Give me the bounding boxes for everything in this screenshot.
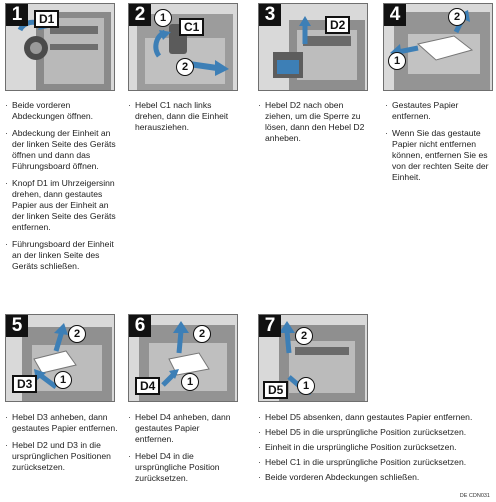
step-7-instructions: Hebel D5 absenken, dann gestautes Papier…	[258, 412, 492, 487]
step-4-instructions: Gestautes Papier entfernen. Wenn Sie das…	[385, 100, 490, 189]
step-number: 1	[6, 4, 28, 26]
instruction-item: Knopf D1 im Uhrzeigersinn drehen, dann g…	[5, 178, 120, 233]
step-number: 3	[259, 4, 281, 26]
step-2-instructions: Hebel C1 nach links drehen, dann die Ein…	[128, 100, 238, 139]
instruction-item: Führungsboard der Einheit an der linken …	[5, 239, 120, 272]
instruction-item: Hebel C1 in die ursprüngliche Position z…	[258, 457, 492, 468]
instruction-item: Beide vorderen Abdeckungen öffnen.	[5, 100, 120, 122]
instruction-item: Beide vorderen Abdeckungen schließen.	[258, 472, 492, 483]
machine-drawing	[390, 10, 490, 90]
marker-2: 2	[448, 8, 466, 26]
instruction-item: Hebel D2 und D3 in die ursprünglichen Po…	[5, 440, 120, 473]
marker-1: 1	[154, 9, 172, 27]
step-5-instructions: Hebel D3 anheben, dann gestautes Papier …	[5, 412, 120, 479]
marker-1: 1	[297, 377, 315, 395]
lever-label: D5	[263, 381, 289, 399]
step-2-illustration: 2 C1 1 2	[128, 3, 238, 91]
instruction-item: Hebel C1 nach links drehen, dann die Ein…	[128, 100, 238, 133]
step-number: 2	[129, 4, 151, 26]
step-number: 5	[6, 315, 28, 337]
lever-label: D4	[135, 377, 161, 395]
lever-label: D2	[325, 16, 351, 34]
instruction-item: Gestautes Papier entfernen.	[385, 100, 490, 122]
marker-1: 1	[181, 373, 199, 391]
knob-label: D1	[34, 10, 60, 28]
figure-code: DE CDN031	[459, 493, 490, 499]
step-7-illustration: 7 D5 1 2	[258, 314, 368, 402]
lever-label: C1	[179, 18, 205, 36]
step-6-instructions: Hebel D4 anheben, dann gestautes Papier …	[128, 412, 238, 490]
instruction-item: Hebel D5 in die ursprüngliche Position z…	[258, 427, 492, 438]
marker-2: 2	[176, 58, 194, 76]
step-3-instructions: Hebel D2 nach oben ziehen, um die Sperre…	[258, 100, 368, 150]
instruction-item: Hebel D3 anheben, dann gestautes Papier …	[5, 412, 120, 434]
instruction-item: Wenn Sie das gestaute Papier nicht entfe…	[385, 128, 490, 183]
marker-1: 1	[388, 52, 406, 70]
step-number: 6	[129, 315, 151, 337]
instruction-item: Hebel D2 nach oben ziehen, um die Sperre…	[258, 100, 368, 144]
instruction-item: Abdeckung der Einheit an der linken Seit…	[5, 128, 120, 172]
instruction-item: Hebel D4 in die ursprüngliche Position z…	[128, 451, 238, 484]
step-6-illustration: 6 D4 1 2	[128, 314, 238, 402]
instruction-item: Hebel D5 absenken, dann gestautes Papier…	[258, 412, 492, 423]
marker-1: 1	[54, 371, 72, 389]
step-number: 7	[259, 315, 281, 337]
step-1-instructions: Beide vorderen Abdeckungen öffnen. Abdec…	[5, 100, 120, 278]
step-3-illustration: 3 D2	[258, 3, 368, 91]
step-1-illustration: 1 D1	[5, 3, 115, 91]
machine-drawing	[273, 16, 365, 90]
marker-2: 2	[295, 327, 313, 345]
lever-label: D3	[12, 375, 38, 393]
step-number: 4	[384, 4, 406, 26]
instruction-item: Einheit in die ursprüngliche Position zu…	[258, 442, 492, 453]
step-5-illustration: 5 D3 1 2	[5, 314, 115, 402]
marker-2: 2	[68, 325, 86, 343]
marker-2: 2	[193, 325, 211, 343]
machine-drawing	[22, 323, 112, 401]
instruction-item: Hebel D4 anheben, dann gestautes Papier …	[128, 412, 238, 445]
step-4-illustration: 4 1 2	[383, 3, 493, 91]
